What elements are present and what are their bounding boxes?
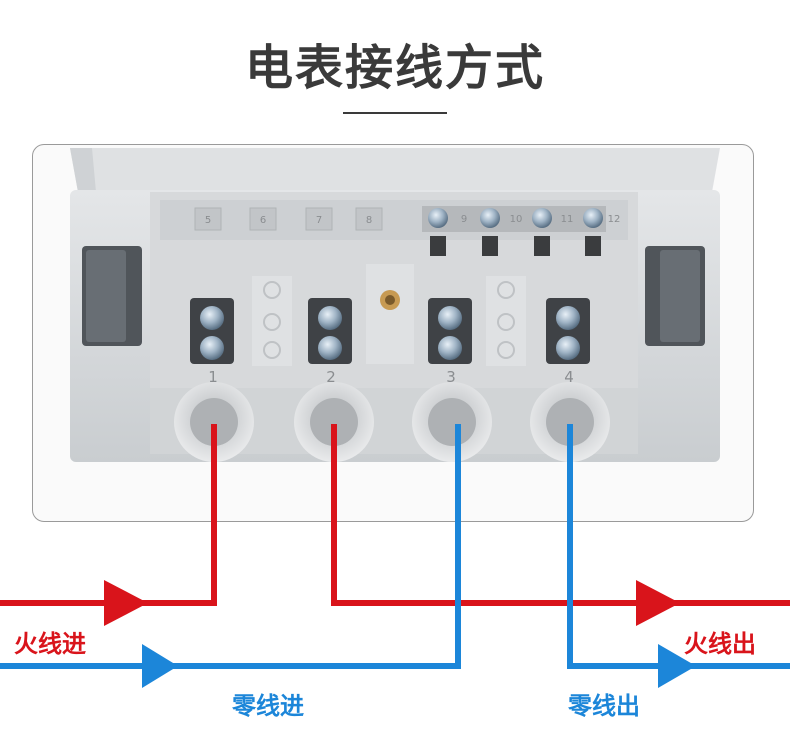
terminal-number: 2 xyxy=(326,368,336,386)
terminal-box: 1 2 3 4 5 6 7 8 9 10 11 12 xyxy=(70,148,720,462)
live-in-wire xyxy=(0,424,217,606)
live-out-label: 火线出 xyxy=(684,630,756,658)
aux-terminal-number: 10 xyxy=(510,214,523,225)
aux-terminal-number: 9 xyxy=(461,214,467,225)
neutral-out-label: 零线出 xyxy=(568,692,640,720)
aux-terminal-number: 7 xyxy=(316,215,322,226)
neutral-out-wire xyxy=(567,424,790,669)
live-out-arrow-icon xyxy=(636,580,680,626)
live-in-label: 火线进 xyxy=(14,630,86,658)
terminal-number: 3 xyxy=(446,368,456,386)
aux-terminal-number: 5 xyxy=(205,215,211,226)
aux-terminal-number: 8 xyxy=(366,215,372,226)
title-underline xyxy=(343,112,447,114)
aux-terminal-number: 6 xyxy=(260,215,266,226)
neutral-in-arrow-icon xyxy=(142,644,178,688)
aux-terminal-number: 12 xyxy=(608,214,621,225)
neutral-in-label: 零线进 xyxy=(232,692,304,720)
page-title: 电表接线方式 xyxy=(244,40,545,96)
aux-terminal-number: 11 xyxy=(561,214,574,225)
live-in-arrow-icon xyxy=(104,580,148,626)
terminal-number: 4 xyxy=(564,368,574,386)
neutral-out-arrow-icon xyxy=(658,644,696,688)
terminal-number: 1 xyxy=(208,368,218,386)
